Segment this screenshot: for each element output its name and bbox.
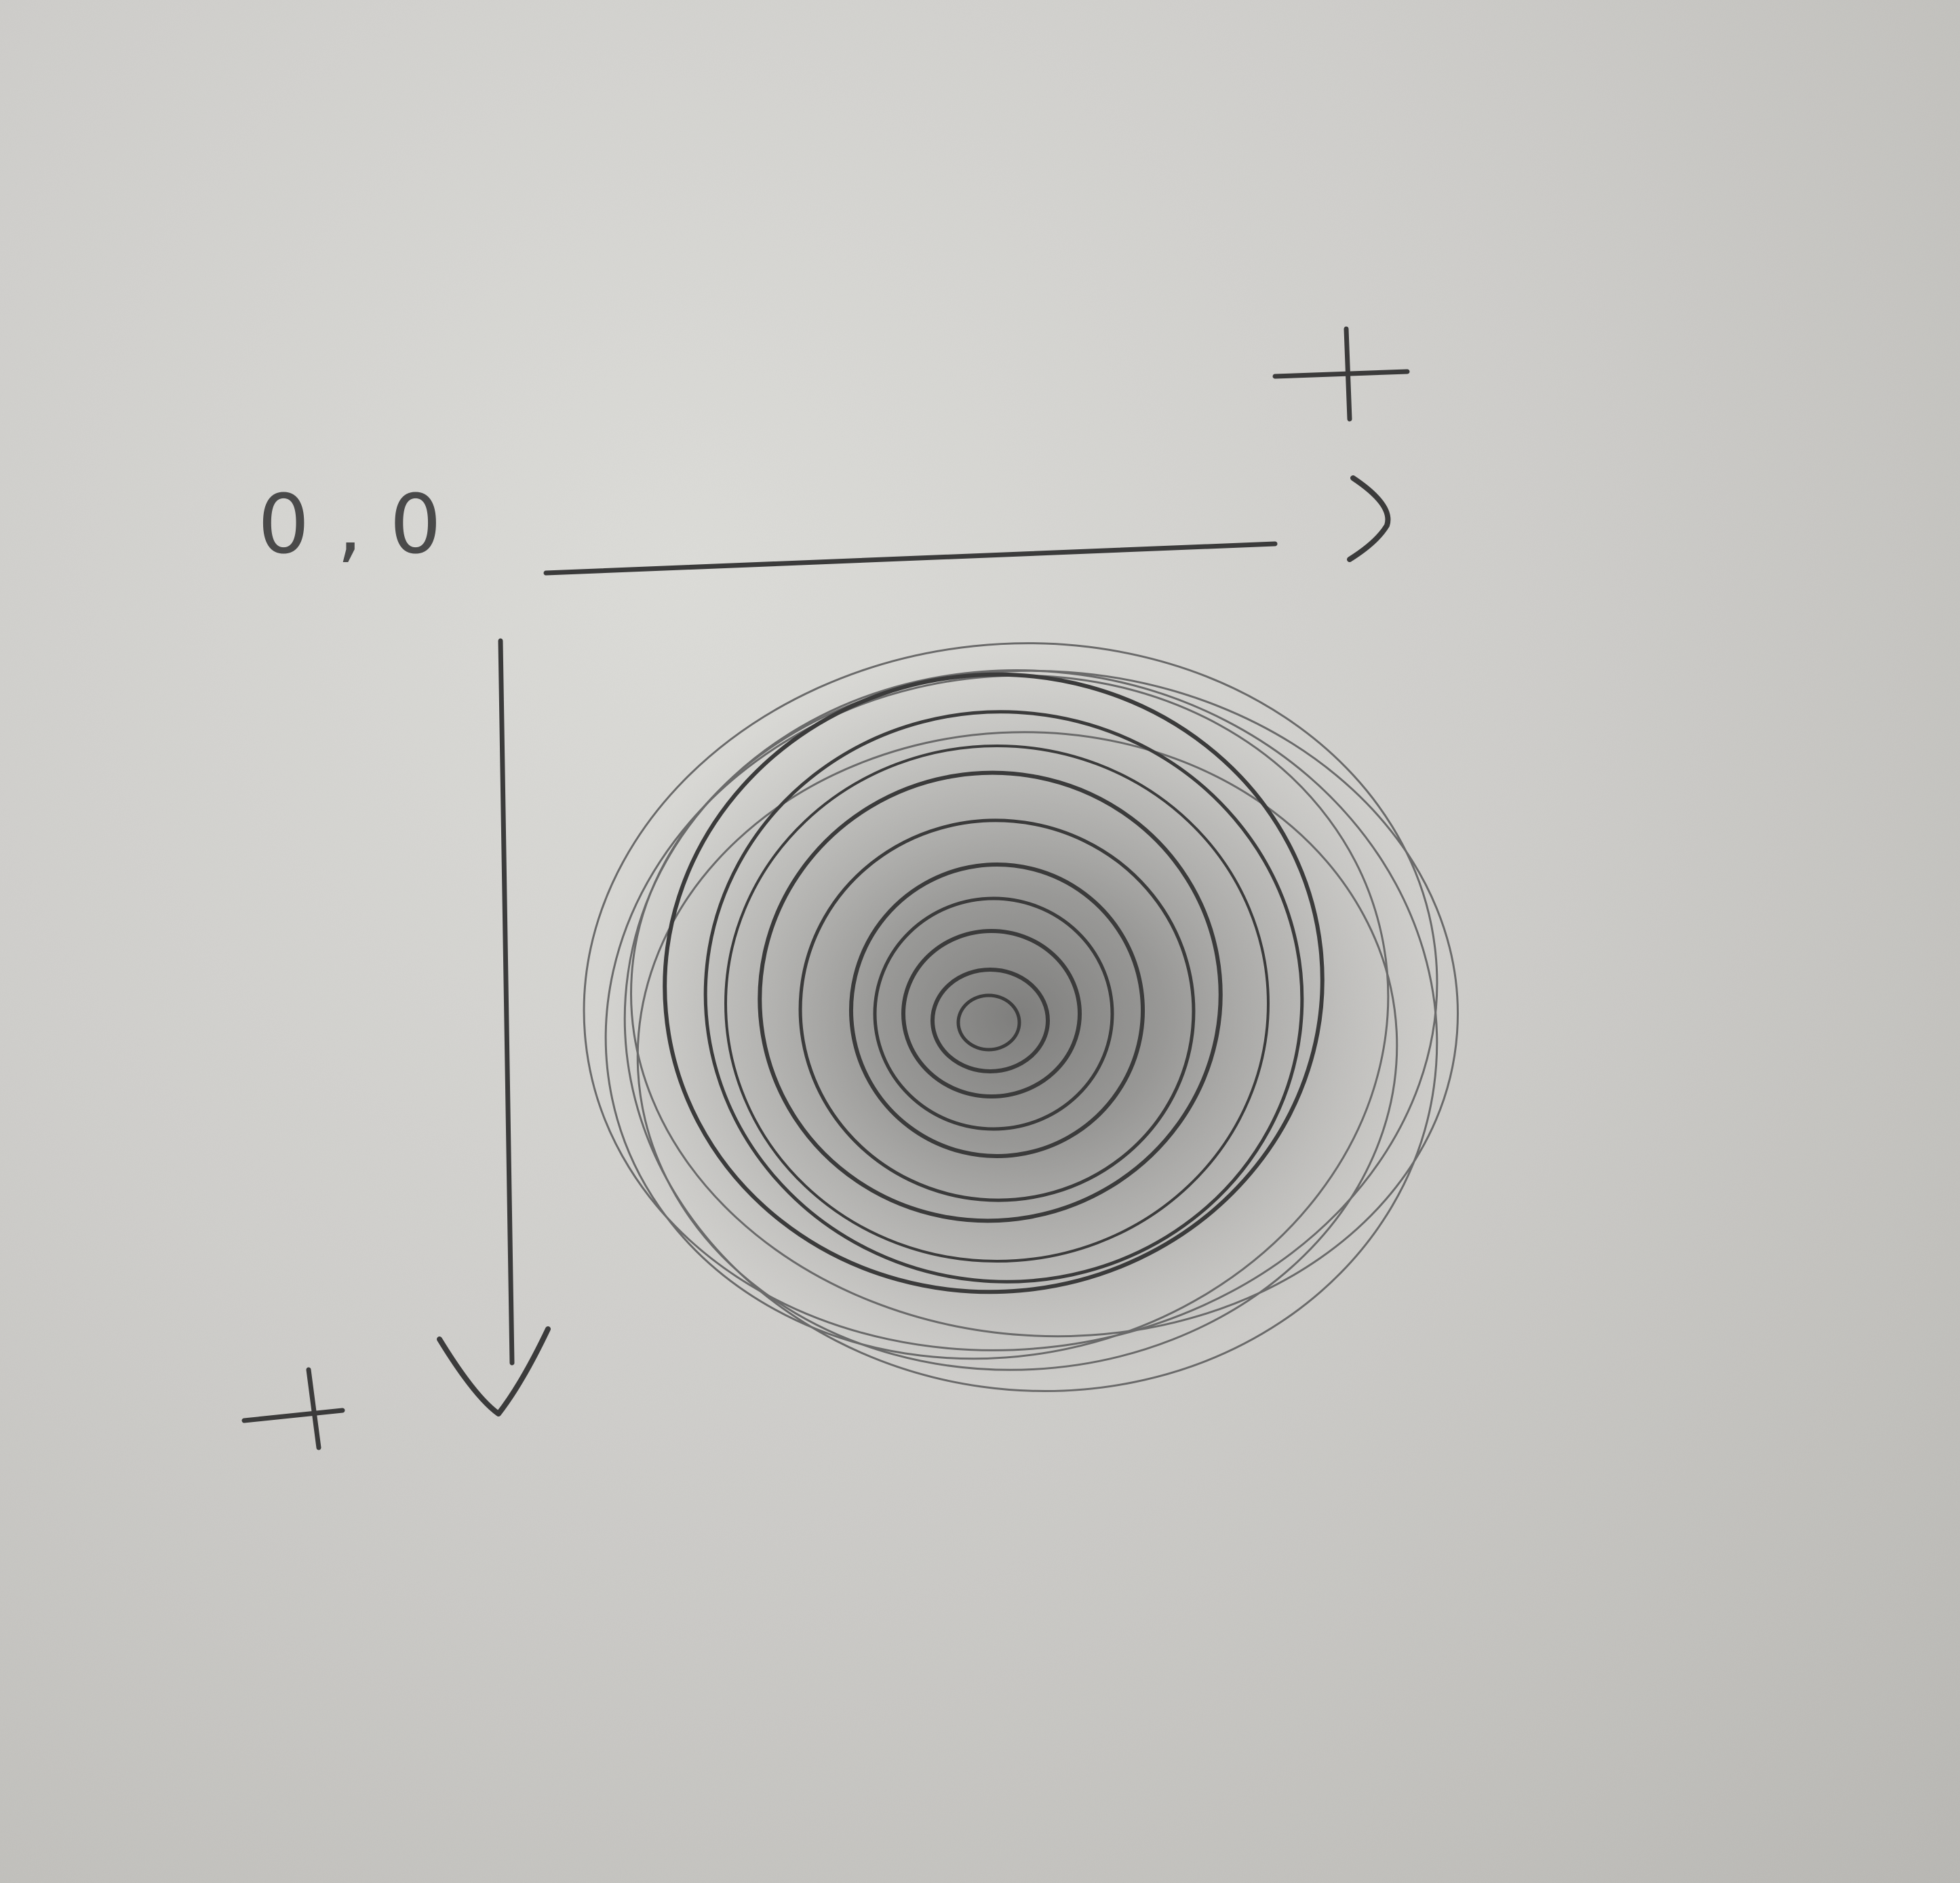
shaded-spiral-drawing xyxy=(583,642,1459,1392)
x-axis-line xyxy=(543,541,1278,576)
x-axis-arrowhead xyxy=(1347,475,1391,562)
x-axis-plus-sign xyxy=(1272,326,1410,422)
origin-label: 0,0 xyxy=(258,478,469,572)
y-axis-line xyxy=(498,638,515,1366)
y-axis-plus-sign xyxy=(241,1367,345,1450)
y-axis-arrowhead xyxy=(437,1326,551,1416)
